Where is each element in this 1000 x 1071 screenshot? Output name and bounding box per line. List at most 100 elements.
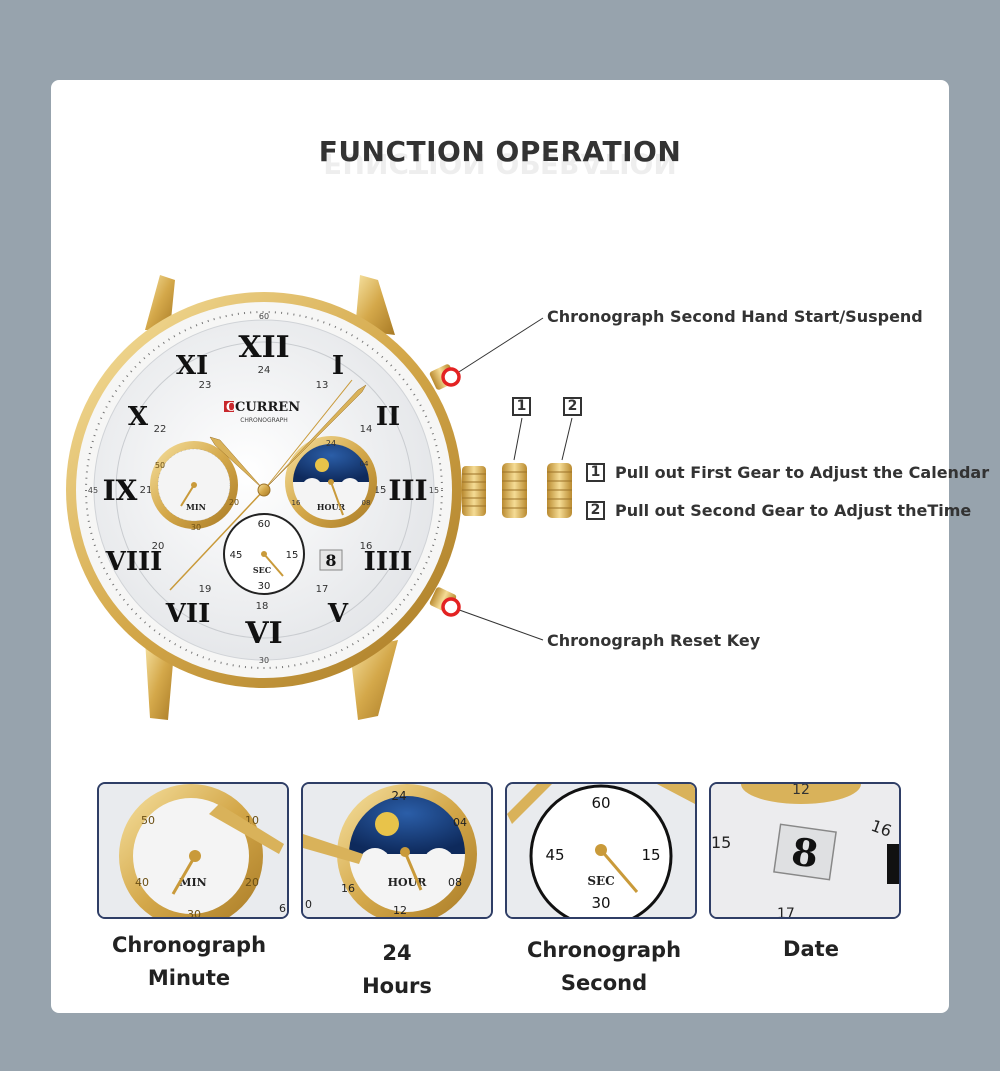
brand-logo: C CURREN CHRONOGRAPH <box>224 400 300 424</box>
gear1-number-top: 1 <box>512 397 531 416</box>
svg-text:45: 45 <box>88 486 98 495</box>
svg-text:15: 15 <box>429 486 439 495</box>
svg-text:50: 50 <box>155 461 165 470</box>
svg-text:60: 60 <box>258 519 271 530</box>
svg-text:21: 21 <box>140 485 153 496</box>
numeral-i: I <box>332 351 344 381</box>
numeral-xi: XI <box>176 351 208 381</box>
svg-text:15: 15 <box>711 833 731 852</box>
caption-line1: Date <box>783 937 839 961</box>
svg-text:30: 30 <box>187 908 201 917</box>
minute-ring-numbers: 60 15 30 45 <box>88 312 439 665</box>
svg-text:20: 20 <box>229 498 239 507</box>
caption-line2: Second <box>560 971 648 995</box>
svg-text:60: 60 <box>259 312 269 321</box>
callout-lines <box>450 317 573 641</box>
svg-text:60: 60 <box>591 794 610 812</box>
svg-text:8: 8 <box>789 828 821 876</box>
callout-gear1: Pull out First Gear to Adjust the Calend… <box>615 463 990 482</box>
caption-date: Date <box>711 933 911 966</box>
numeral-x: X <box>128 402 149 432</box>
thumb-24-hours: 24 04 08 12 16 HOUR 0 <box>301 782 493 919</box>
numeral-ii: II <box>376 402 400 432</box>
svg-text:22: 22 <box>154 424 167 435</box>
svg-text:45: 45 <box>545 846 564 864</box>
svg-text:13: 13 <box>316 380 329 391</box>
subdial-24hour: HOUR 24 04 08 16 <box>285 436 377 528</box>
numeral-xii: XII <box>238 330 289 365</box>
watch-hands <box>169 379 367 591</box>
svg-text:17: 17 <box>316 584 329 595</box>
svg-text:8: 8 <box>325 551 336 570</box>
svg-text:18: 18 <box>256 601 269 612</box>
numeral-ix: IX <box>103 474 138 507</box>
caption-24-hours: 24 Hours <box>297 937 497 1003</box>
gear1-number: 1 <box>586 463 605 482</box>
svg-text:MIN: MIN <box>179 876 206 889</box>
svg-text:40: 40 <box>135 876 149 889</box>
subdial-minute: MIN 50 30 20 <box>150 441 239 532</box>
svg-text:04: 04 <box>453 816 467 829</box>
caption-line1: 24 <box>382 941 412 965</box>
svg-text:16: 16 <box>292 499 301 507</box>
svg-text:16: 16 <box>341 882 355 895</box>
svg-text:15: 15 <box>374 485 387 496</box>
svg-text:15: 15 <box>641 846 660 864</box>
svg-text:SEC: SEC <box>587 874 614 888</box>
numeral-vi: VI <box>244 616 282 651</box>
svg-text:15: 15 <box>286 550 299 561</box>
numeral-iiii: IIII <box>364 547 413 577</box>
page-title: FUNCTION OPERATION <box>318 135 682 168</box>
svg-text:16: 16 <box>360 541 373 552</box>
svg-text:20: 20 <box>152 541 165 552</box>
svg-text:20: 20 <box>245 876 259 889</box>
hour24-ring: 24 13 14 15 16 17 18 19 20 21 22 23 <box>140 365 387 612</box>
numeral-v: V <box>327 599 349 629</box>
gear2-number-top: 2 <box>563 397 582 416</box>
caption-line1: Chronograph <box>111 933 267 957</box>
svg-text:24: 24 <box>326 439 336 448</box>
svg-text:23: 23 <box>199 380 212 391</box>
thumb-chrono-minute: MIN 50 40 30 20 10 6 <box>97 782 289 919</box>
svg-text:08: 08 <box>362 499 371 507</box>
thumb-date: 12 15 16 17 8 <box>709 782 901 919</box>
svg-text:CURREN: CURREN <box>235 400 300 415</box>
svg-text:6: 6 <box>279 902 286 915</box>
svg-text:08: 08 <box>448 876 462 889</box>
svg-text:24: 24 <box>391 789 406 803</box>
svg-text:45: 45 <box>230 550 243 561</box>
callout-start-suspend: Chronograph Second Hand Start/Suspend <box>547 307 923 326</box>
svg-text:30: 30 <box>591 894 610 912</box>
svg-text:14: 14 <box>360 424 373 435</box>
svg-text:12: 12 <box>792 784 810 798</box>
svg-text:30: 30 <box>258 581 271 592</box>
svg-text:MIN: MIN <box>186 502 206 512</box>
thumb-chrono-second: 60 15 30 45 SEC <box>505 782 697 919</box>
caption-line2: Minute <box>147 966 231 990</box>
crown-gear-1 <box>502 463 527 518</box>
svg-text:04: 04 <box>360 460 369 468</box>
svg-text:12: 12 <box>393 904 407 917</box>
crown-gear-2 <box>547 463 572 518</box>
roman-numerals: XII I II III IIII V VI VII VIII IX X XI <box>103 330 428 651</box>
numeral-iii: III <box>388 474 427 507</box>
red-markers <box>441 367 461 617</box>
svg-text:24: 24 <box>258 365 271 376</box>
gear2-number: 2 <box>586 501 605 520</box>
date-window: 8 <box>319 549 343 571</box>
caption-chrono-minute: Chronograph Minute <box>89 929 289 995</box>
caption-chrono-second: Chronograph Second <box>504 934 704 1000</box>
svg-text:30: 30 <box>259 656 269 665</box>
svg-text:19: 19 <box>199 584 212 595</box>
svg-text:0: 0 <box>305 898 312 911</box>
callout-gear2: Pull out Second Gear to Adjust theTime <box>615 501 972 520</box>
brand-initial: C <box>226 400 236 414</box>
caption-line2: Hours <box>362 974 432 998</box>
svg-text:17: 17 <box>777 906 795 917</box>
callout-reset-key: Chronograph Reset Key <box>547 631 761 650</box>
subdial-second: 60 15 30 45 SEC <box>223 513 305 595</box>
svg-text:CHRONOGRAPH: CHRONOGRAPH <box>240 417 288 424</box>
caption-line1: Chronograph <box>526 938 682 962</box>
svg-text:50: 50 <box>141 814 155 827</box>
